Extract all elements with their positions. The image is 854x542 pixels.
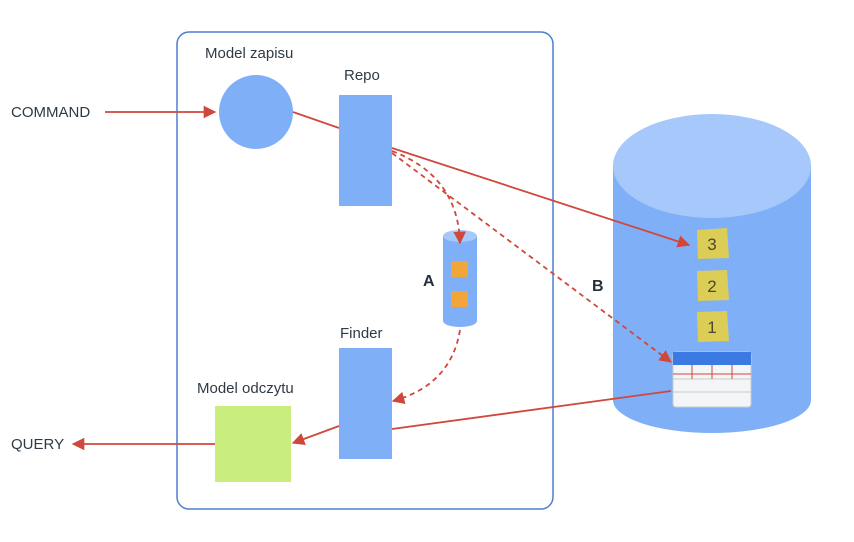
write-model-label: Model zapisu [205, 45, 293, 62]
write-model-circle [219, 75, 293, 149]
queue-item-1 [451, 261, 468, 277]
arrow-finder-to-read-model [291, 425, 340, 445]
read-model-box [215, 406, 291, 482]
event-note-2: 2 [697, 270, 729, 301]
event-store-notes: 3 2 1 [697, 228, 729, 342]
application-boundary [176, 31, 554, 510]
queue-cylinder [443, 230, 477, 327]
flow-arrows [71, 105, 691, 451]
path-a-label: A [423, 273, 435, 290]
arrow-repo-to-read-table-dashed [391, 152, 673, 363]
repo-box [339, 95, 392, 206]
svg-text:1: 1 [707, 318, 716, 337]
svg-text:3: 3 [707, 235, 716, 254]
query-label: QUERY [11, 436, 64, 453]
arrow-repo-to-event-store [391, 147, 691, 248]
finder-label: Finder [340, 325, 383, 342]
command-label: COMMAND [11, 104, 90, 121]
path-b-label: B [592, 278, 604, 295]
repo-label: Repo [344, 67, 380, 84]
event-note-1: 1 [697, 311, 729, 342]
read-table-icon [672, 351, 752, 408]
event-note-3: 3 [697, 228, 729, 259]
finder-box [339, 348, 392, 459]
arrow-write-model-to-repo [292, 111, 340, 129]
queue-item-2 [451, 291, 468, 307]
read-model-label: Model odczytu [197, 380, 294, 397]
arrow-queue-to-finder-dashed [391, 329, 461, 405]
arrow-read-table-to-finder [391, 390, 672, 430]
svg-text:2: 2 [707, 277, 716, 296]
